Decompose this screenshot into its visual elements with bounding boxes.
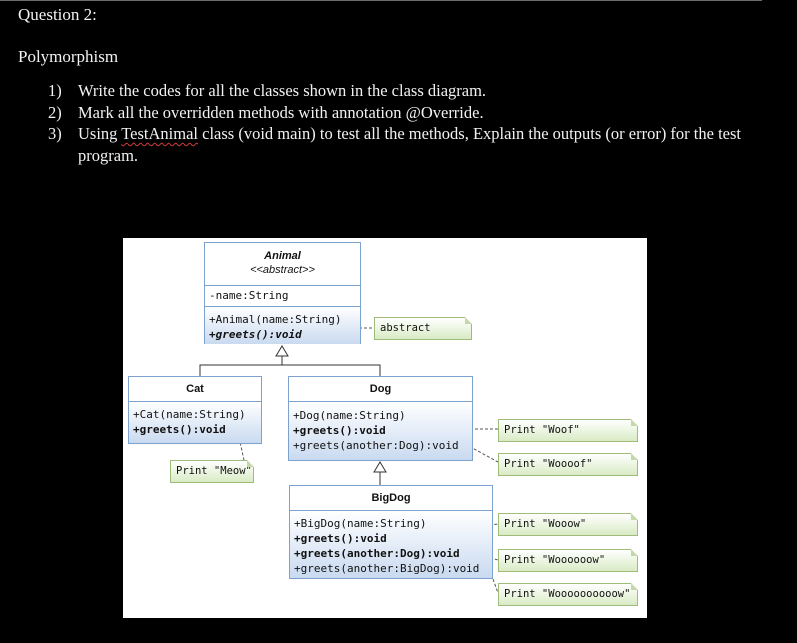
method-section: +BigDog(name:String) +greets():void +gre… xyxy=(290,510,492,578)
item-text: Write the codes for all the classes show… xyxy=(78,81,487,100)
class-stereotype: <<abstract>> xyxy=(250,264,315,276)
note-abstract: abstract xyxy=(374,317,472,340)
method: +greets(another:Dog):void xyxy=(294,547,460,560)
item-text-after: class (void main) to test all the method… xyxy=(78,124,741,165)
note-woooooow: Print "Woooooow" xyxy=(498,549,638,572)
method: +greets():void xyxy=(293,424,386,437)
topic-heading: Polymorphism xyxy=(18,47,119,66)
note-wooow: Print "Wooow" xyxy=(498,513,638,536)
note-wooof: Print "Woooof" xyxy=(498,453,638,476)
list-item: 1) Write the codes for all the classes s… xyxy=(48,80,768,102)
top-divider xyxy=(0,0,762,1)
method: +greets():void xyxy=(133,423,226,436)
class-dog: Dog +Dog(name:String) +greets():void +gr… xyxy=(288,376,473,461)
item-number: 2) xyxy=(48,102,62,122)
class-name: Dog xyxy=(369,383,392,395)
inheritance-arrow xyxy=(373,461,387,473)
class-name: BigDog xyxy=(371,492,411,504)
inheritance-arrow xyxy=(275,345,289,357)
spellcheck-word[interactable]: TestAnimal xyxy=(121,124,198,143)
class-bigdog: BigDog +BigDog(name:String) +greets():vo… xyxy=(289,485,493,579)
item-number: 1) xyxy=(48,81,62,100)
item-text-before: Using xyxy=(78,124,122,143)
constructor: +Animal(name:String) xyxy=(209,313,342,326)
class-cat: Cat +Cat(name:String) +greets():void xyxy=(128,376,262,444)
field: -name:String xyxy=(205,285,360,306)
method: +greets(another:Dog):void xyxy=(293,439,459,452)
method: +greets():void xyxy=(209,328,302,341)
method: +greets(another:BigDog):void xyxy=(294,562,480,575)
method-section: +Cat(name:String) +greets():void xyxy=(129,401,261,443)
list-item: 3) Using TestAnimal class (void main) to… xyxy=(48,123,768,166)
instruction-list: 1) Write the codes for all the classes s… xyxy=(48,80,768,166)
class-name: Cat xyxy=(186,383,204,395)
method-section: +Dog(name:String) +greets():void +greets… xyxy=(289,401,472,460)
item-text: Mark all the overridden methods with ann… xyxy=(78,102,484,122)
question-title: Question 2: xyxy=(18,5,97,24)
note-wooooooooow: Print "Woooooooooow" xyxy=(498,583,638,606)
constructor: +Cat(name:String) xyxy=(133,408,246,421)
list-item: 2) Mark all the overridden methods with … xyxy=(48,102,768,124)
constructor: +Dog(name:String) xyxy=(293,409,406,422)
item-text: Using TestAnimal class (void main) to te… xyxy=(78,123,768,166)
method-section: +Animal(name:String) +greets():void xyxy=(205,306,360,344)
note-woof: Print "Woof" xyxy=(498,419,638,442)
note-meow: Print "Meow" xyxy=(170,460,254,483)
item-number: 3) xyxy=(48,124,62,143)
class-animal: Animal <<abstract>> -name:String +Animal… xyxy=(204,242,361,344)
class-header: Animal <<abstract>> xyxy=(205,243,360,285)
constructor: +BigDog(name:String) xyxy=(294,517,427,530)
inheritance-line xyxy=(199,364,381,376)
class-diagram: Animal <<abstract>> -name:String +Animal… xyxy=(123,238,647,618)
class-name: Animal xyxy=(264,250,301,262)
method: +greets():void xyxy=(294,532,387,545)
